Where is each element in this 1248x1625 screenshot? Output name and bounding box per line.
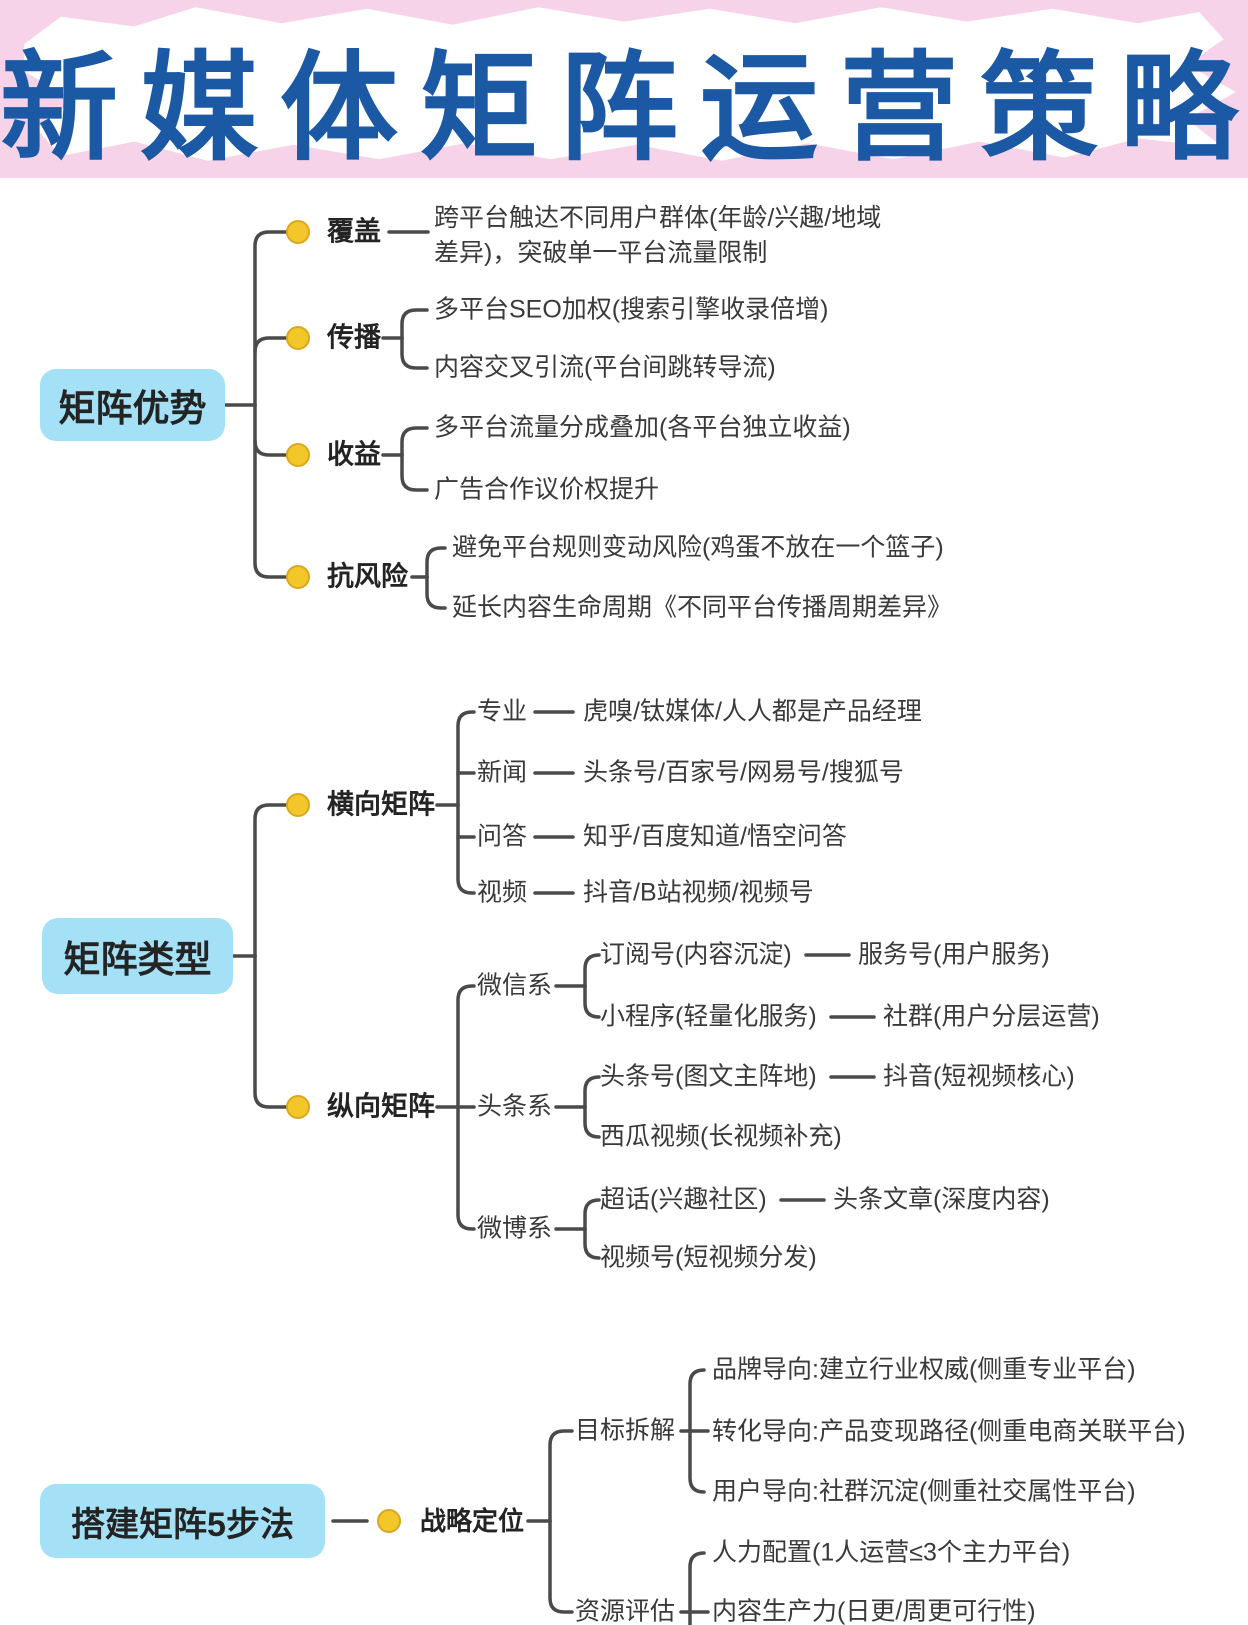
node-goal-breakdown: 目标拆解 [575, 1416, 676, 1445]
leaf-professional-platforms: 虎嗅/钛媒体/人人都是产品经理 [583, 697, 922, 726]
node-professional: 专业 [477, 697, 528, 726]
node-toutiao-family: 头条系 [477, 1092, 553, 1121]
branch-dot [286, 793, 310, 817]
topic-build-matrix-5-steps: 搭建矩阵5步法 [40, 1484, 325, 1558]
leaf-xigua-video: 西瓜视频(长视频补充) [600, 1122, 842, 1151]
leaf-qa-platforms: 知乎/百度知道/悟空问答 [583, 822, 847, 851]
branch-dot [286, 565, 310, 589]
header-banner: 新媒体矩阵运营策略 [0, 0, 1248, 178]
node-weibo-family: 微博系 [477, 1214, 553, 1243]
leaf-brand-oriented: 品牌导向:建立行业权威(侧重专业平台) [712, 1355, 1136, 1384]
branch-dot [286, 1095, 310, 1119]
branch-dot [377, 1509, 401, 1533]
leaf-manpower-allocation: 人力配置(1人运营≤3个主力平台) [712, 1538, 1071, 1567]
topic-matrix-advantages: 矩阵优势 [40, 369, 225, 441]
leaf-toutiao-article: 头条文章(深度内容) [833, 1185, 1050, 1214]
leaf-conversion-oriented: 转化导向:产品变现路径(侧重电商关联平台) [712, 1417, 1186, 1446]
node-resource-assessment: 资源评估 [575, 1597, 676, 1625]
topic-matrix-types: 矩阵类型 [42, 918, 233, 994]
leaf-user-oriented: 用户导向:社群沉淀(侧重社交属性平台) [712, 1477, 1136, 1506]
branch-revenue: 收益 [327, 439, 381, 470]
leaf-channels-account: 视频号(短视频分发) [600, 1243, 817, 1272]
branch-dot [286, 443, 310, 467]
branch-spread: 传播 [327, 322, 381, 353]
node-video: 视频 [477, 878, 528, 907]
leaf-mini-program: 小程序(轻量化服务) [600, 1002, 817, 1031]
leaf-service-account: 服务号(用户服务) [858, 940, 1050, 969]
node-qa: 问答 [477, 822, 528, 851]
branch-vertical-matrix: 纵向矩阵 [327, 1091, 435, 1122]
leaf-subscription-account: 订阅号(内容沉淀) [600, 940, 792, 969]
page-title: 新媒体矩阵运营策略 [0, 43, 1248, 175]
leaf-douyin: 抖音(短视频核心) [883, 1062, 1075, 1091]
leaf-ad-bargaining: 广告合作议价权提升 [434, 475, 660, 504]
branch-dot [286, 220, 310, 244]
node-news: 新闻 [477, 758, 528, 787]
leaf-seo-boost: 多平台SEO加权(搜索引擎收录倍增) [434, 295, 829, 324]
branch-horizontal-matrix: 横向矩阵 [327, 789, 435, 820]
leaf-coverage-detail: 跨平台触达不同用户群体(年龄/兴趣/地域差异)，突破单一平台流量限制 [434, 204, 882, 267]
leaf-revenue-stack: 多平台流量分成叠加(各平台独立收益) [434, 413, 851, 442]
leaf-content-lifecycle: 延长内容生命周期《不同平台传播周期差异》 [452, 593, 953, 622]
branch-risk-resistance: 抗风险 [327, 561, 408, 592]
branch-dot [286, 326, 310, 350]
leaf-toutiao-account: 头条号(图文主阵地) [600, 1062, 817, 1091]
branch-strategic-positioning: 战略定位 [420, 1506, 525, 1536]
branch-coverage: 覆盖 [327, 216, 381, 247]
leaf-community: 社群(用户分层运营) [883, 1002, 1100, 1031]
leaf-cross-traffic: 内容交叉引流(平台间跳转导流) [434, 353, 776, 382]
title-highlight-blob [24, 7, 1236, 161]
leaf-content-productivity: 内容生产力(日更/周更可行性) [712, 1597, 1036, 1625]
leaf-super-topic: 超话(兴趣社区) [600, 1185, 767, 1214]
leaf-video-platforms: 抖音/B站视频/视频号 [583, 878, 814, 907]
leaf-avoid-rule-risk: 避免平台规则变动风险(鸡蛋不放在一个篮子) [452, 533, 944, 562]
leaf-news-platforms: 头条号/百家号/网易号/搜狐号 [583, 758, 904, 787]
node-wechat-family: 微信系 [477, 971, 553, 1000]
